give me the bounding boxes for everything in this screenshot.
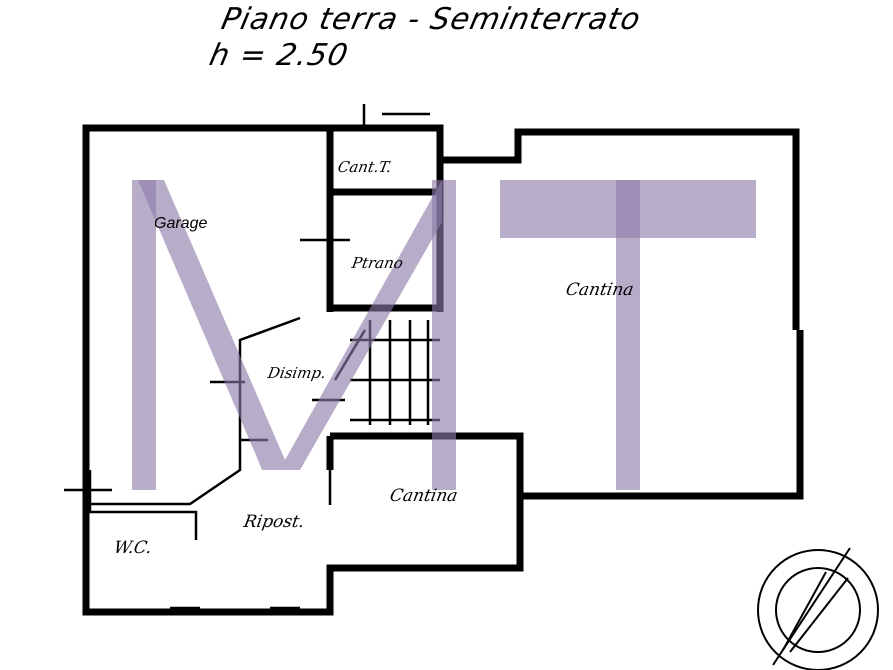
room-label-wc: W.C. <box>112 538 154 558</box>
plan-title: Piano terra - Seminterrato <box>218 2 645 37</box>
north-arrow-icon <box>757 547 879 670</box>
interior-lines <box>64 104 452 610</box>
room-label-garage: Garage <box>154 215 208 232</box>
room-label-small: Ptrano <box>350 254 405 272</box>
room-label-cantina-small: Cantina <box>388 486 460 506</box>
room-label-ripostiglio: Ripost. <box>242 512 307 532</box>
room-label-disimpegno: Disimp. <box>266 364 328 382</box>
room-label-cantina-tecnica: Cant.T. <box>336 158 394 176</box>
mt-watermark <box>132 180 756 490</box>
ceiling-height: h = 2.50 <box>206 38 352 73</box>
room-label-cantina-large: Cantina <box>564 280 636 300</box>
